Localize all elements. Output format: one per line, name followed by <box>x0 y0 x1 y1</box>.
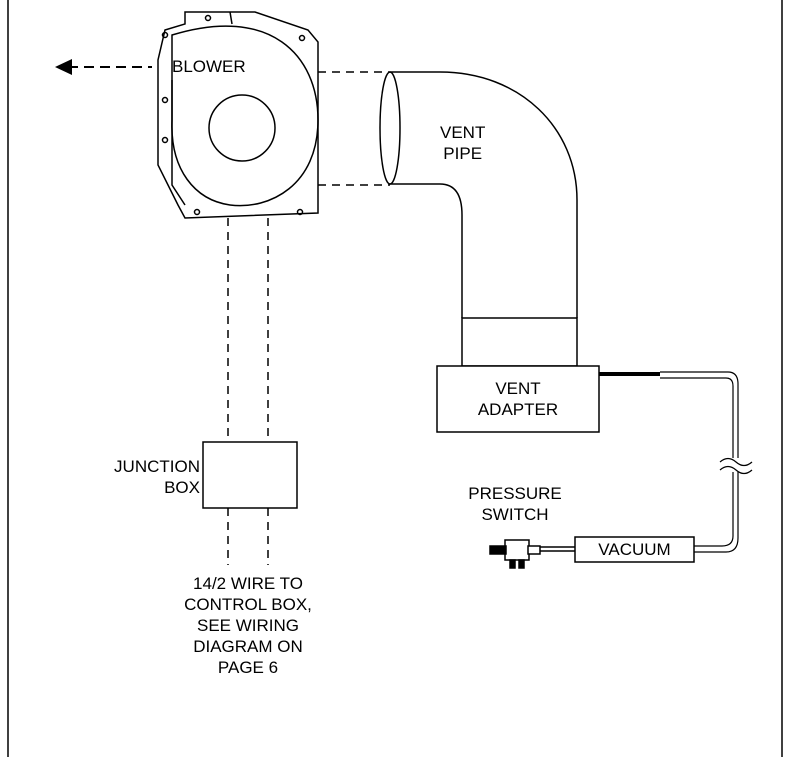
blower-wires <box>227 218 269 442</box>
pressure-switch-icon <box>489 539 541 569</box>
frame-border <box>7 0 783 757</box>
wire-note-line3: SEE WIRING <box>196 616 299 635</box>
wire-note-line4: DIAGRAM ON <box>193 637 303 656</box>
blower <box>157 11 319 219</box>
vent-adapter-box <box>436 365 600 433</box>
junction-box-label: JUNCTION BOX <box>100 456 200 498</box>
vacuum-box <box>574 536 695 563</box>
exhaust-arrow <box>55 59 152 75</box>
pressure-switch-label: PRESSURE SWITCH <box>455 483 575 525</box>
junction-box-label-line1: JUNCTION <box>114 457 200 476</box>
control-box-wires <box>227 508 269 565</box>
vacuum-tube <box>540 371 753 553</box>
blower-label: BLOWER <box>172 57 246 76</box>
wire-note: 14/2 WIRE TO CONTROL BOX, SEE WIRING DIA… <box>148 573 348 678</box>
vent-pipe-label-line2: PIPE <box>443 144 483 163</box>
vacuum-label: VACUUM <box>598 540 671 559</box>
vent-adapter-label-line2: ADAPTER <box>477 400 559 419</box>
junction-box-label-line2: BOX <box>164 478 200 497</box>
pressure-switch-label-line2: SWITCH <box>481 505 549 524</box>
wire-note-line2: CONTROL BOX, <box>184 595 312 614</box>
wire-note-line1: 14/2 WIRE TO <box>193 574 303 593</box>
wire-note-line5: PAGE 6 <box>217 658 279 677</box>
vent-pipe <box>379 71 578 367</box>
vent-pipe-label: VENT PIPE <box>440 122 485 164</box>
pressure-switch-label-line1: PRESSURE <box>468 484 562 503</box>
junction-box <box>202 441 298 509</box>
blower-pipe-connection <box>318 71 390 186</box>
vent-adapter-label: VENT ADAPTER <box>437 378 599 420</box>
vent-adapter-label-line1: VENT <box>495 379 541 398</box>
vent-pipe-label-line1: VENT <box>440 123 486 142</box>
